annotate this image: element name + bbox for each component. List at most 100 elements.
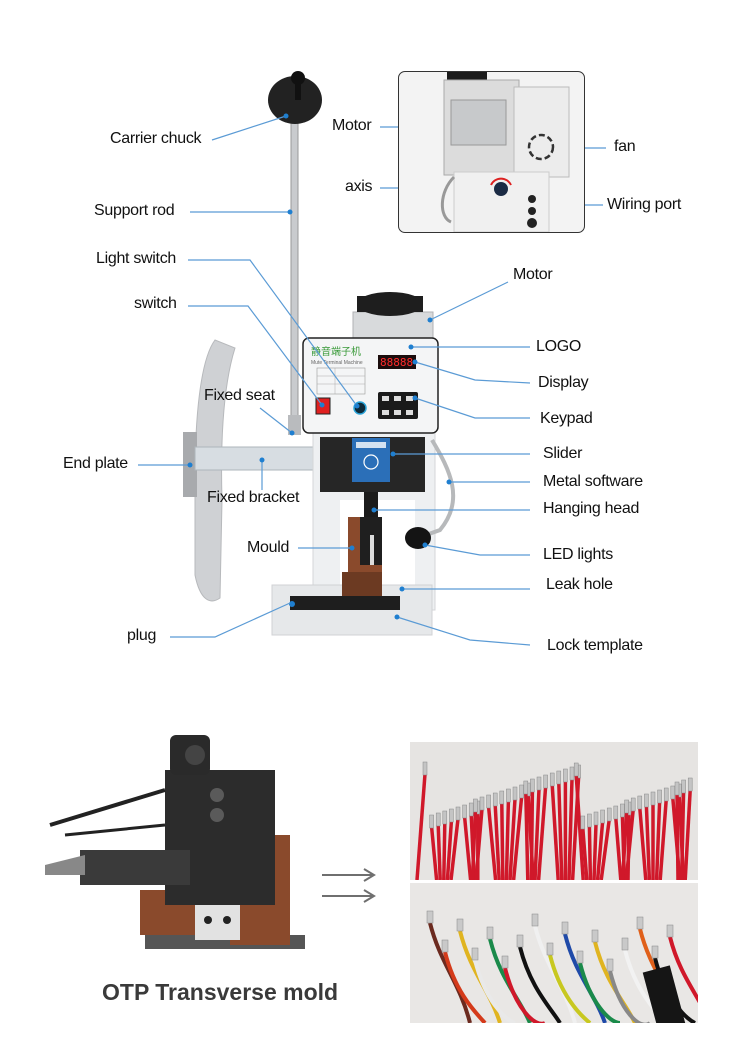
- red-wire: [504, 800, 511, 880]
- label-mould: Mould: [247, 539, 290, 556]
- crimp-terminal: [519, 784, 524, 799]
- red-wire: [679, 791, 686, 880]
- red-wire: [587, 825, 593, 880]
- label-wiring-port: Wiring port: [607, 196, 682, 213]
- fixed-seat-shape: [288, 415, 301, 435]
- label-light-switch: Light switch: [96, 250, 176, 267]
- crimp-terminal: [426, 910, 434, 924]
- crimp-terminal: [563, 768, 568, 783]
- label-motor: Motor: [513, 266, 553, 283]
- red-wire: [533, 788, 541, 880]
- crimp-terminal: [657, 789, 662, 804]
- crimp-terminal: [462, 804, 467, 819]
- metal-hose: [425, 438, 456, 537]
- plug-shape: [289, 601, 295, 607]
- crimp-terminal: [449, 808, 454, 823]
- crimp-terminal: [636, 916, 644, 930]
- crimped-red-wires-photo: [410, 742, 698, 880]
- red-wire: [675, 793, 680, 880]
- label-motor-rear: Motor: [332, 117, 372, 134]
- crimped-multicolor-wires-photo: [410, 883, 698, 1023]
- crimp-terminal: [429, 814, 434, 829]
- otp-mold-drawing: [45, 735, 305, 949]
- red-wire: [638, 807, 648, 880]
- crimp-terminal: [486, 926, 494, 940]
- crimp-terminal: [591, 929, 599, 943]
- red-wire: [445, 820, 454, 880]
- red-wires-drawing: [415, 761, 693, 880]
- crimp-terminal: [620, 803, 625, 818]
- red-wire: [614, 817, 623, 880]
- colored-wire: [443, 951, 487, 1023]
- crimp-terminal: [456, 918, 464, 932]
- label-lock-template: Lock template: [547, 637, 643, 654]
- red-wire: [536, 786, 548, 880]
- red-wire: [654, 801, 662, 880]
- crimp-terminal: [674, 781, 680, 796]
- red-wire: [415, 773, 427, 880]
- colored-wire: [668, 936, 698, 1004]
- crimp-terminal: [569, 766, 575, 781]
- red-wire: [644, 805, 652, 880]
- crimp-terminal: [600, 809, 605, 824]
- label-carrier-chuck: Carrier chuck: [110, 130, 202, 147]
- red-wire: [529, 790, 535, 880]
- crimp-terminal: [573, 762, 579, 777]
- crimp-terminal: [516, 934, 524, 948]
- red-wire: [683, 789, 692, 880]
- leader-lines: [138, 115, 606, 646]
- display-screen: [378, 355, 416, 369]
- crimp-terminal: [666, 924, 674, 938]
- display-value: 88888: [380, 356, 413, 369]
- colored-wire: [548, 954, 592, 1023]
- fixed-bracket-shape: [194, 446, 321, 471]
- panel-spec-table: [316, 367, 366, 395]
- fan-grille: [527, 133, 555, 161]
- crimp-terminal: [663, 787, 669, 802]
- crimp-terminal: [630, 797, 636, 812]
- lock-template-shape: [290, 596, 400, 610]
- crimp-terminal: [621, 937, 629, 951]
- crimp-terminal: [624, 799, 629, 814]
- panel-logo-text: 静音端子机: [311, 345, 361, 358]
- label-led-lights: LED lights: [543, 546, 613, 563]
- red-wire: [442, 822, 447, 880]
- crimp-terminal: [499, 790, 505, 805]
- red-wire: [486, 806, 498, 880]
- otp-mold-photo: [45, 735, 305, 955]
- crimp-terminal: [523, 780, 529, 795]
- label-keypad: Keypad: [540, 410, 593, 427]
- crimp-terminal: [512, 786, 518, 801]
- colored-wire: [518, 946, 562, 1023]
- crimp-terminal: [473, 798, 478, 813]
- cable-jacket: [642, 965, 686, 1023]
- crimp-terminal: [531, 913, 539, 927]
- crimp-terminal: [549, 772, 555, 787]
- crimp-terminal: [546, 942, 554, 956]
- crimp-terminal: [587, 813, 592, 828]
- support-rod-shape: [290, 119, 299, 431]
- panel-logo-subtext: Mute Terminal Machine: [311, 360, 363, 366]
- label-hanging-head: Hanging head: [543, 500, 640, 517]
- red-wire: [581, 827, 589, 880]
- colored-wire: [503, 967, 545, 1023]
- red-wire: [592, 823, 598, 880]
- red-wire: [595, 821, 605, 880]
- carrier-chuck-knob: [291, 71, 305, 85]
- red-wire: [429, 826, 439, 880]
- label-fan: fan: [614, 138, 636, 155]
- crimp-terminal: [687, 777, 693, 792]
- crimp-terminal: [681, 779, 686, 794]
- red-wire: [599, 819, 611, 880]
- label-leak-hole: Leak hole: [546, 576, 613, 593]
- crimp-terminal: [670, 785, 676, 800]
- red-wire: [658, 799, 668, 880]
- crimp-terminal: [455, 806, 461, 821]
- red-wire: [508, 798, 517, 880]
- crimp-terminal: [492, 792, 498, 807]
- crimp-terminal: [530, 778, 535, 793]
- red-wire: [493, 804, 501, 880]
- mold-caption: OTP Transverse mold: [102, 979, 339, 1005]
- red-wire: [470, 810, 478, 880]
- crimp-terminal: [644, 793, 649, 808]
